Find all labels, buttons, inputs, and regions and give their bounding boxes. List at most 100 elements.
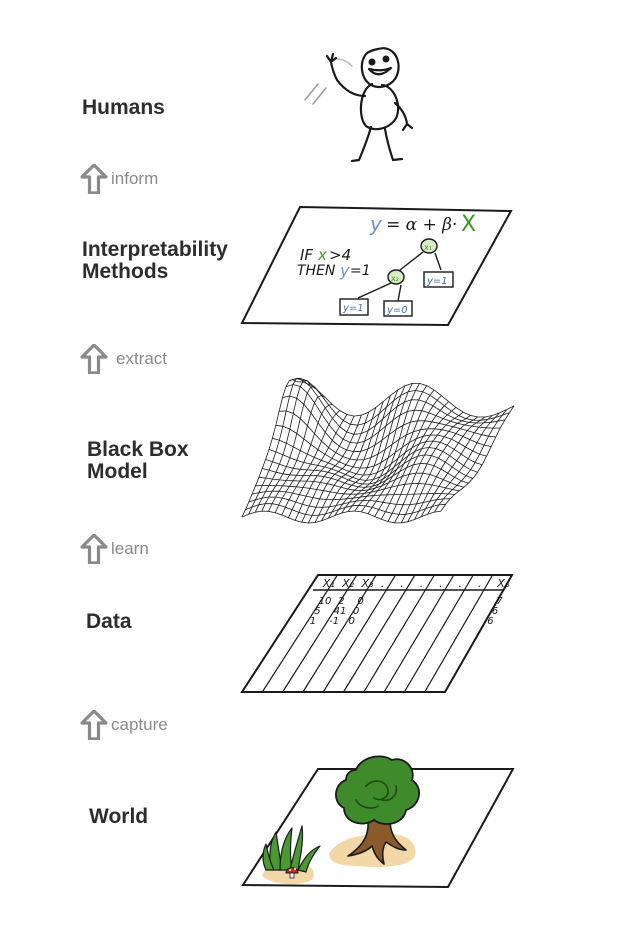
mesh-line [292,377,510,426]
mesh-line [248,377,304,515]
mesh-line [394,411,464,523]
tree-leaf-2: y=1 [342,303,364,314]
table-column-line [282,574,358,693]
table-header-cell: . [381,577,385,590]
mesh-line [301,414,362,523]
mesh-line [254,380,311,513]
mesh-line [367,389,435,515]
table-data-cell: 10 [319,596,332,607]
arrow-label-learn: learn [111,539,149,558]
table-column-line [424,574,494,693]
formula-y: y [369,212,383,236]
mesh-line [307,411,370,524]
mesh-line [440,405,515,512]
table-data-cell: 0 [353,606,359,617]
mesh-line [255,483,460,495]
mesh-line [347,383,413,512]
mesh-line [341,385,406,514]
mesh-line [294,415,355,521]
layer-label-humans: Humans [82,96,165,119]
mesh-line [334,389,399,516]
table-header-cell: . [420,577,424,590]
mesh-line [414,416,486,520]
arrow-inform: inform [80,164,158,194]
table-data-cell: -1 [329,616,339,627]
mesh-line [361,385,428,513]
layer-label-black-box-model: Black Box Model [87,438,189,483]
world-card [241,755,515,889]
up-arrow-icon [80,164,108,194]
mesh-line [400,415,471,524]
rule-condition: >4 [329,246,351,264]
layer-label-world: World [89,805,149,828]
up-arrow-icon [80,710,108,740]
rule-value: =1 [350,263,371,279]
arrow-capture: capture [80,710,168,740]
table-column-line [403,574,474,693]
layer-label-data: Data [86,610,132,633]
black-box-surface [241,377,515,524]
layer-label-interpretability-methods: Interpretability Methods [82,238,228,283]
mesh-line [434,409,508,513]
mesh-line [327,395,391,519]
arrow-learn: learn [80,534,149,564]
formula-body: = α + β· [386,215,457,235]
table-column-line [363,574,435,693]
table-data-cell: 0 [349,616,355,627]
table-header-cell: X₂ [341,577,355,590]
rule-var-y: y [339,261,350,280]
table-column-line [322,574,397,693]
table-header-cell: X₁ [322,577,335,590]
mesh-line [420,415,493,517]
table-data-cell: 5 [314,606,320,617]
table-data-cell: 1 [310,616,316,627]
tree-mid-node: x₂ [391,274,399,283]
table-header-cell: . [400,577,404,590]
mesh-line [374,395,442,517]
up-arrow-icon [80,344,108,374]
table-header-cell: X₃ [361,577,375,590]
mesh-line [380,401,449,520]
table-data-cell: 2 [338,596,344,607]
arrow-extract: extract [80,344,167,374]
rule-if: IF [300,246,313,264]
arrow-label-extract: extract [116,349,168,368]
table-data-cell: 6 [487,616,493,627]
mesh-line [288,414,348,518]
mesh-line [321,401,384,521]
table-header-cell: . [478,577,482,590]
mesh-line [354,383,420,512]
mesh-line [274,404,333,513]
table-data-cell: 6 [492,606,498,617]
arrow-label-inform: inform [111,169,159,188]
up-arrow-icon [80,534,108,564]
table-header-cell: . [439,577,443,590]
table-column-line [261,574,338,693]
rule-then: THEN [297,263,336,279]
mesh-line [268,395,326,512]
tree-root-node: x₁ [424,243,432,252]
table-data-cell: 0 [358,596,364,607]
mesh-line [258,472,464,492]
mesh-line [281,410,340,516]
mesh-line [427,412,500,515]
mesh-line [314,407,377,523]
mesh-line [261,386,319,512]
rule-var-x: x [317,246,327,264]
mesh-line [241,379,297,518]
table-data-cell: 41 [334,606,347,617]
formula-x: X [461,212,476,237]
tree-leaf-1: y=1 [426,276,448,287]
table-data-cell: 7 [496,596,503,607]
table-column-line [342,574,416,693]
arrow-label-capture: capture [111,715,168,734]
methods-card: y = α + β· X IF x >4 THEN y =1 x₁ x₂ y=1… [240,205,513,327]
mesh-line [407,416,478,522]
table-column-line [302,574,377,693]
table-header-cell: Xₚ [496,577,510,590]
table-column-line [383,574,455,693]
